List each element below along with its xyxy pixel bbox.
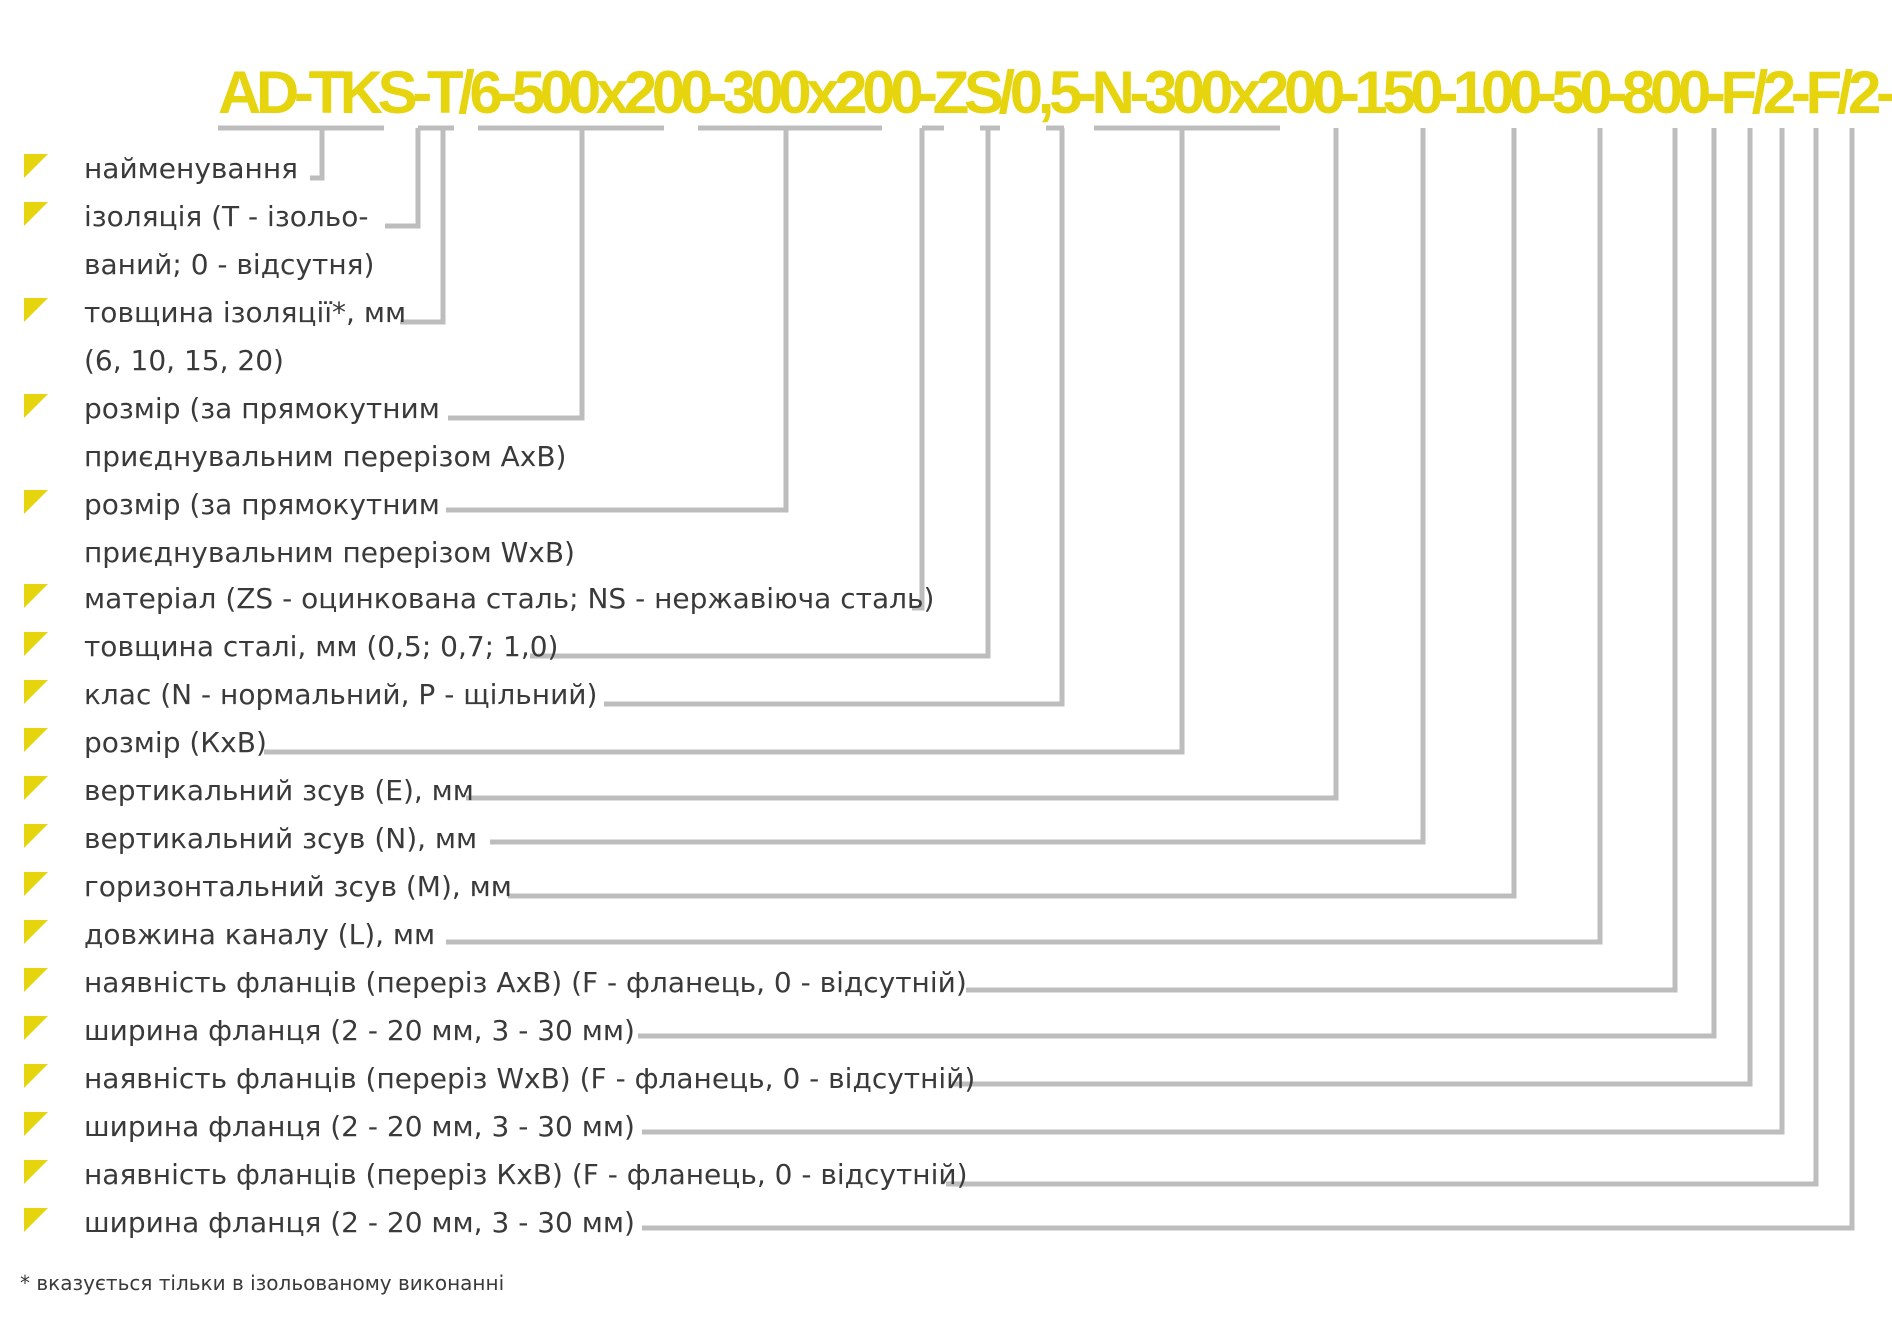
parameter-label: наявність фланців (переріз КхВ) (F - фла… [84, 1158, 968, 1191]
parameter-label: товщина ізоляції*, мм [84, 296, 406, 329]
leader-line [642, 128, 1785, 1135]
yellow-triangle-icon [24, 584, 48, 608]
leader-line [638, 128, 1717, 1039]
parameter-label: (6, 10, 15, 20) [84, 344, 284, 377]
leader-line [310, 128, 325, 181]
parameter-label: товщина сталі, мм (0,5; 0,7; 1,0) [84, 630, 558, 663]
parameter-label: розмір (КхВ) [84, 726, 267, 759]
leader-line [264, 128, 1185, 755]
parameter-label: горизонтальний зсув (М), мм [84, 870, 512, 903]
parameter-label: вертикальний зсув (N), мм [84, 822, 477, 855]
parameter-label: ізоляція (Т - ізольо- [84, 200, 368, 233]
parameter-label: приєднувальним перерізом WхВ) [84, 536, 575, 569]
yellow-triangle-icon [24, 824, 48, 848]
parameter-label: матеріал (ZS - оцинкована сталь; NS - не… [84, 582, 934, 615]
parameter-label: найменування [84, 152, 298, 185]
leader-line [448, 128, 585, 421]
yellow-triangle-icon [24, 968, 48, 992]
parameter-label: наявність фланців (переріз WхВ) (F - фла… [84, 1062, 975, 1095]
yellow-triangle-icon [24, 872, 48, 896]
parameter-label: клас (N - нормальний, Р - щільний) [84, 678, 597, 711]
parameter-label: розмір (за прямокутним [84, 488, 440, 521]
yellow-triangle-icon [24, 776, 48, 800]
leader-line [530, 128, 991, 659]
yellow-triangle-icon [24, 1064, 48, 1088]
yellow-triangle-icon [24, 1160, 48, 1184]
leader-line [508, 128, 1517, 899]
parameter-label: наявність фланців (переріз АхВ) (F - фла… [84, 966, 967, 999]
parameter-label: ширина фланця (2 - 20 мм, 3 - 30 мм) [84, 1206, 635, 1239]
parameter-label: вертикальний зсув (Е), мм [84, 774, 474, 807]
parameter-label: ваний; 0 - відсутня) [84, 248, 374, 281]
yellow-triangle-icon [24, 680, 48, 704]
leader-line [604, 128, 1065, 707]
parameter-label: ширина фланця (2 - 20 мм, 3 - 30 мм) [84, 1110, 635, 1143]
parameter-label: довжина каналу (L), мм [84, 918, 435, 951]
parameter-label: приєднувальним перерізом АхВ) [84, 440, 566, 473]
product-code: AD-TKS-T/6-500x200-300x200-ZS/0,5-N-300x… [218, 59, 1892, 126]
leader-line [946, 128, 1819, 1187]
leader-line [952, 128, 1753, 1087]
yellow-triangle-icon [24, 154, 48, 178]
yellow-triangle-icon [24, 490, 48, 514]
leader-line [912, 128, 925, 611]
yellow-triangle-icon [24, 394, 48, 418]
leader-line [400, 128, 446, 325]
footnote: * вказується тільки в ізольованому викон… [20, 1271, 504, 1295]
leader-line [446, 128, 1603, 945]
leader-line [466, 128, 1339, 801]
parameter-label: ширина фланця (2 - 20 мм, 3 - 30 мм) [84, 1014, 635, 1047]
bullets [24, 154, 48, 1232]
leader-line [446, 128, 789, 513]
leader-line [966, 128, 1678, 993]
parameter-list: найменування ізоляція (Т - ізольо-ваний; … [84, 152, 975, 1239]
leader-line [385, 128, 421, 229]
yellow-triangle-icon [24, 202, 48, 226]
yellow-triangle-icon [24, 298, 48, 322]
leader-lines [264, 128, 1855, 1231]
parameter-label: розмір (за прямокутним [84, 392, 440, 425]
yellow-triangle-icon [24, 728, 48, 752]
leader-line [642, 128, 1855, 1231]
yellow-triangle-icon [24, 1016, 48, 1040]
yellow-triangle-icon [24, 1112, 48, 1136]
yellow-triangle-icon [24, 920, 48, 944]
yellow-triangle-icon [24, 632, 48, 656]
yellow-triangle-icon [24, 1208, 48, 1232]
leader-line [490, 128, 1426, 845]
